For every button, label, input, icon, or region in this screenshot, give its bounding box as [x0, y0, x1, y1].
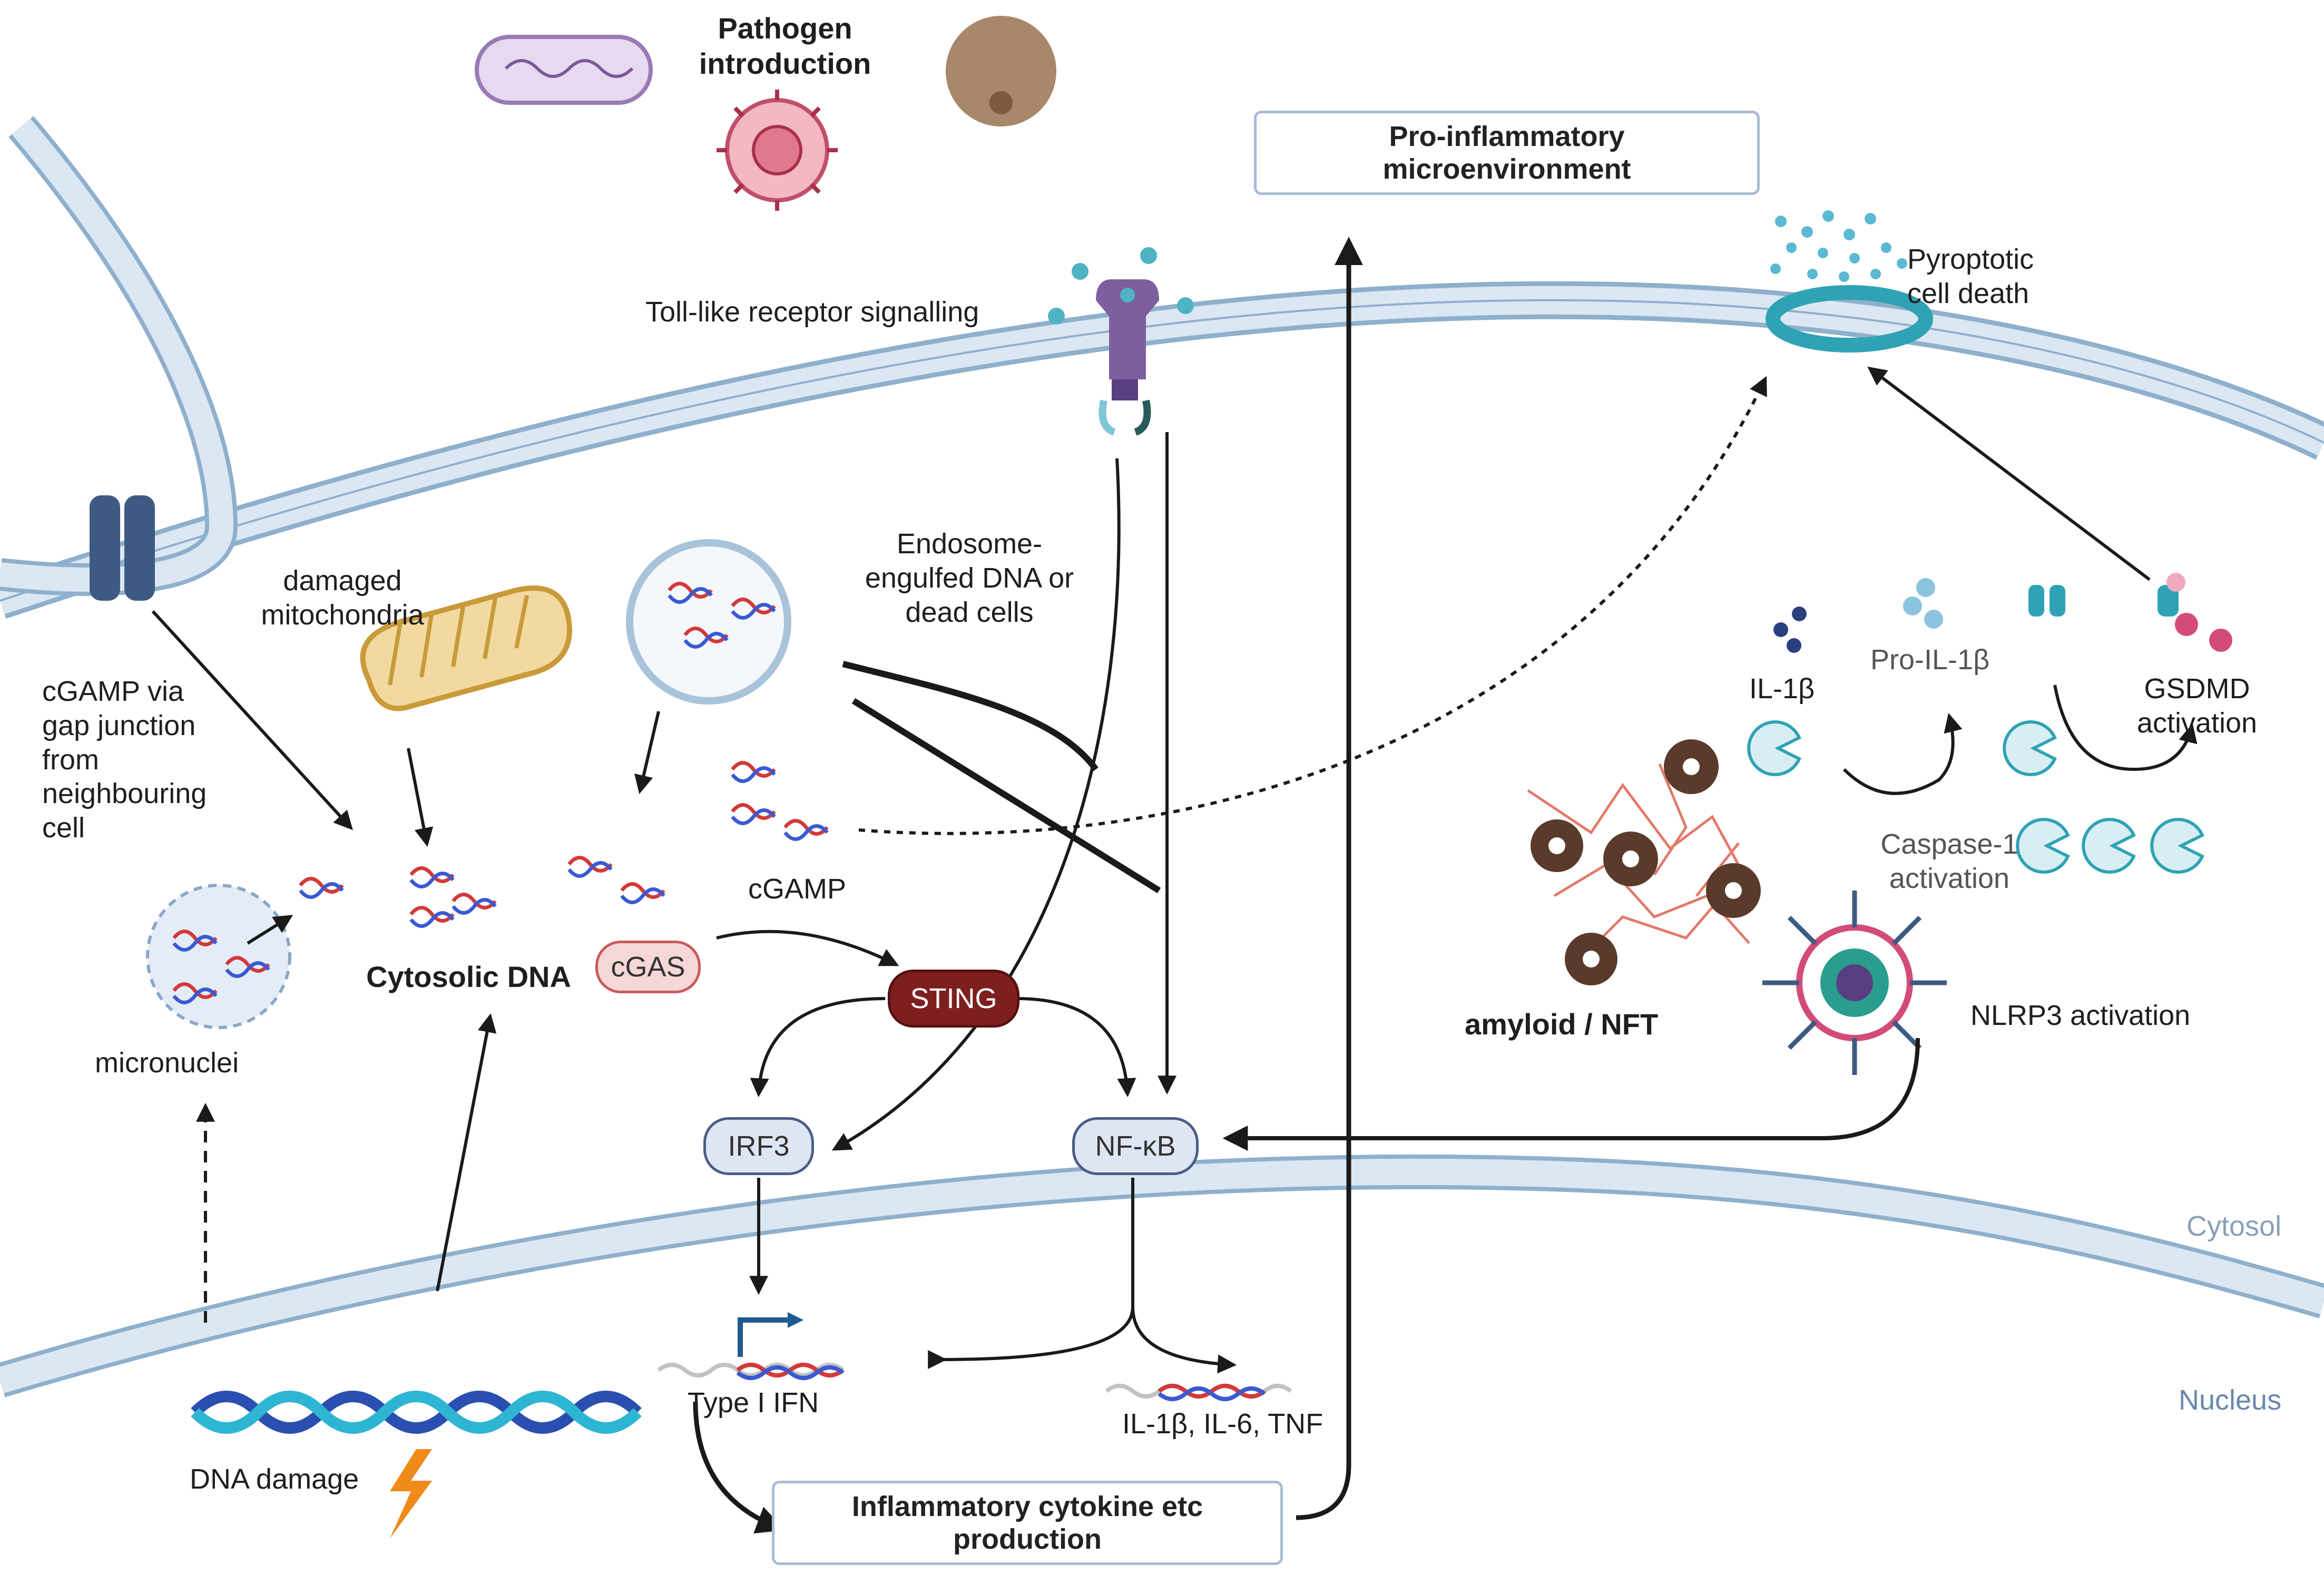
pro-inflammatory-box: Pro-inflammatory microenvironment — [1254, 111, 1760, 195]
il1b-label: IL-1β — [1749, 673, 1815, 705]
dna-fragments — [299, 582, 829, 928]
arrow-micronuclei-to-dna — [247, 915, 293, 945]
tlr-ligands — [1048, 247, 1194, 325]
gasdermin-pore-icon — [1766, 285, 1933, 353]
arrow-damage-to-dna — [436, 1013, 497, 1292]
pathway-arrows — [151, 237, 2198, 1534]
caspase1-label: Caspase-1 activation — [1880, 828, 2018, 894]
arrow-endosome-to-dna — [634, 711, 660, 795]
nlrp3-inflammasome-icon — [1762, 891, 1947, 1075]
arrow-nfkb-to-cytokine — [1131, 1306, 1237, 1374]
arrow-nfkb-to-ifn — [939, 1178, 1134, 1369]
pyroptotic-label: Pyroptotic cell death — [1907, 243, 2034, 309]
endosome-label: Endosome- engulfed DNA or dead cells — [865, 528, 1074, 628]
arrow-cgas-to-sting — [716, 930, 899, 966]
arrow-tlr-to-irf3 — [831, 458, 1121, 1151]
genomic-dna-icon — [191, 1391, 642, 1434]
arrow-production-to-microenvironment — [1296, 237, 1363, 1520]
damaged-mitochondria-label: damaged mitochondria — [261, 565, 424, 631]
tlr-label: Toll-like receptor signalling — [645, 296, 979, 328]
mitochondria-icon — [360, 585, 572, 711]
cgamp-label: cGAMP — [748, 873, 847, 905]
amyloid-label: amyloid / NFT — [1465, 1008, 1659, 1041]
virus-icon — [717, 90, 838, 211]
micronucleus-icon — [146, 884, 291, 1029]
nucleus-label: Nucleus — [2179, 1384, 2282, 1416]
cytokine-gene — [1105, 1384, 1292, 1401]
cgas-node: cGAS — [595, 941, 701, 993]
arrow-sting-to-irf3 — [750, 997, 886, 1098]
cytosolic-dna-label: Cytosolic DNA — [366, 960, 571, 993]
dna-damage-label: DNA damage — [190, 1463, 359, 1495]
arrow-gap-to-dna — [151, 610, 353, 830]
inflammatory-production-box: Inflammatory cytokine etc production — [772, 1481, 1283, 1565]
amyloid-plaque-icon — [1527, 739, 1761, 985]
nuclear-membrane — [0, 1154, 2324, 1397]
lightning-icon — [390, 1449, 432, 1539]
pro-il1b-label: Pro-IL-1β — [1870, 644, 1990, 676]
il1b-molecules — [1773, 607, 1807, 653]
sting-node: STING — [888, 970, 1019, 1028]
cell-membrane — [0, 281, 2324, 619]
fungus-spore-icon — [946, 16, 1056, 126]
pyroptosis-particles — [1770, 210, 1907, 282]
arrow-gsdmd-cleavage — [2053, 685, 2198, 771]
arrow-cgamp-to-pyroptosis — [858, 376, 1767, 835]
micronuclei-label: micronuclei — [95, 1047, 239, 1079]
pathogen-introduction-label: Pathogen introduction — [699, 12, 871, 81]
arrow-gsdmd-to-pore — [1867, 366, 2151, 581]
nfkb-node: NF-κB — [1072, 1117, 1199, 1175]
gsdmd-label: GSDMD activation — [2136, 673, 2258, 739]
gap-junction-icon — [90, 495, 155, 601]
type1-ifn-label: Type I IFN — [688, 1387, 819, 1419]
arrow-ifn-to-production — [693, 1401, 786, 1534]
cytokine-genes-label: IL-1β, IL-6, TNF — [1122, 1408, 1323, 1440]
arrow-mito-to-dna — [407, 748, 434, 847]
endosome-thick-lines — [842, 661, 1161, 894]
arrow-il1b-processing — [1842, 713, 1963, 795]
nlrp3-label: NLRP3 activation — [1970, 1000, 2191, 1031]
pro-il1b-molecules — [1903, 578, 1943, 629]
cgamp-gap-label: cGAMP via gap junction from neighbouring… — [42, 676, 207, 844]
tlr-receptor-icon — [1096, 279, 1159, 436]
arrow-nlrp3-to-nfkb — [1222, 1038, 1920, 1151]
cytosol-label: Cytosol — [2186, 1210, 2282, 1242]
arrow-sting-to-nfkb — [1016, 997, 1136, 1098]
caspase1-icons — [1747, 720, 2204, 874]
endosome-icon — [626, 539, 791, 705]
ifn-gene — [657, 1312, 845, 1380]
irf3-node: IRF3 — [703, 1117, 814, 1175]
bacterium-icon — [475, 35, 653, 105]
gsdmd-molecules — [2028, 573, 2232, 652]
